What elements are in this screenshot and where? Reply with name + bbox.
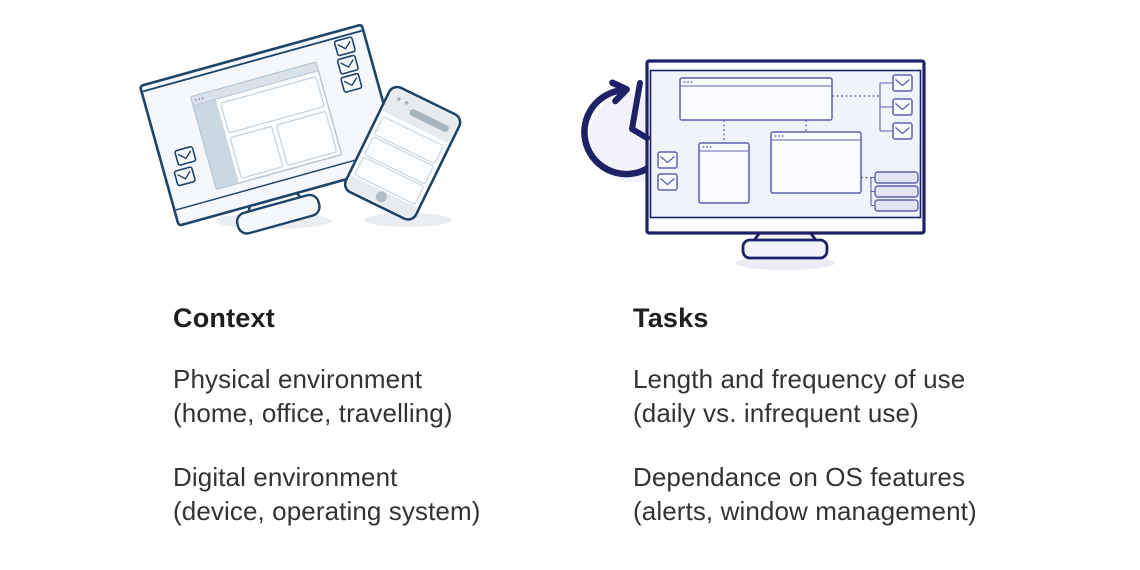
item-subtitle: (daily vs. infrequent use) — [633, 398, 919, 428]
context-column: Context Physical environment (home, offi… — [173, 302, 603, 558]
phone-content-rows — [354, 116, 444, 205]
envelope-icon — [657, 173, 678, 191]
app-windows — [679, 77, 862, 204]
phone-speaker-bar — [409, 109, 449, 132]
browser-sidebar — [193, 99, 239, 189]
envelope-icon — [892, 74, 913, 92]
app-window-wide — [679, 77, 833, 121]
stand-shadow — [735, 256, 835, 270]
item-subtitle: (home, office, travelling) — [173, 398, 453, 428]
context-item-physical: Physical environment (home, office, trav… — [173, 362, 603, 430]
browser-content-blocks — [220, 76, 337, 179]
monitor-stand — [741, 229, 829, 260]
clock-hands-icon — [629, 80, 650, 141]
envelope-icon — [657, 151, 678, 169]
smartphone — [343, 85, 462, 221]
context-illustration — [105, 8, 485, 263]
item-title: Physical environment — [173, 364, 423, 394]
context-heading: Context — [173, 303, 275, 333]
window-controls-icon — [194, 97, 204, 102]
tasks-item-os: Dependance on OS features (alerts, windo… — [633, 460, 1063, 528]
tasks-illustration — [555, 40, 955, 285]
app-window-medium — [770, 131, 862, 194]
tasks-item-length: Length and frequency of use (daily vs. i… — [633, 362, 1063, 430]
phone-camera-icon — [397, 97, 409, 105]
item-subtitle: (alerts, window management) — [633, 496, 977, 526]
tasks-column: Tasks Length and frequency of use (daily… — [633, 302, 1063, 558]
tasks-heading: Tasks — [633, 303, 709, 333]
envelope-icon — [892, 98, 913, 116]
envelope-icon — [892, 122, 913, 140]
home-button-icon — [375, 191, 387, 203]
item-title: Length and frequency of use — [633, 364, 966, 394]
app-window-small — [698, 142, 750, 204]
context-item-digital: Digital environment (device, operating s… — [173, 460, 603, 528]
connector-lines — [723, 82, 893, 207]
list-item-buttons — [874, 171, 919, 212]
browser-window — [190, 61, 342, 190]
item-subtitle: (device, operating system) — [173, 496, 481, 526]
item-title: Dependance on OS features — [633, 462, 966, 492]
item-title: Digital environment — [173, 462, 398, 492]
